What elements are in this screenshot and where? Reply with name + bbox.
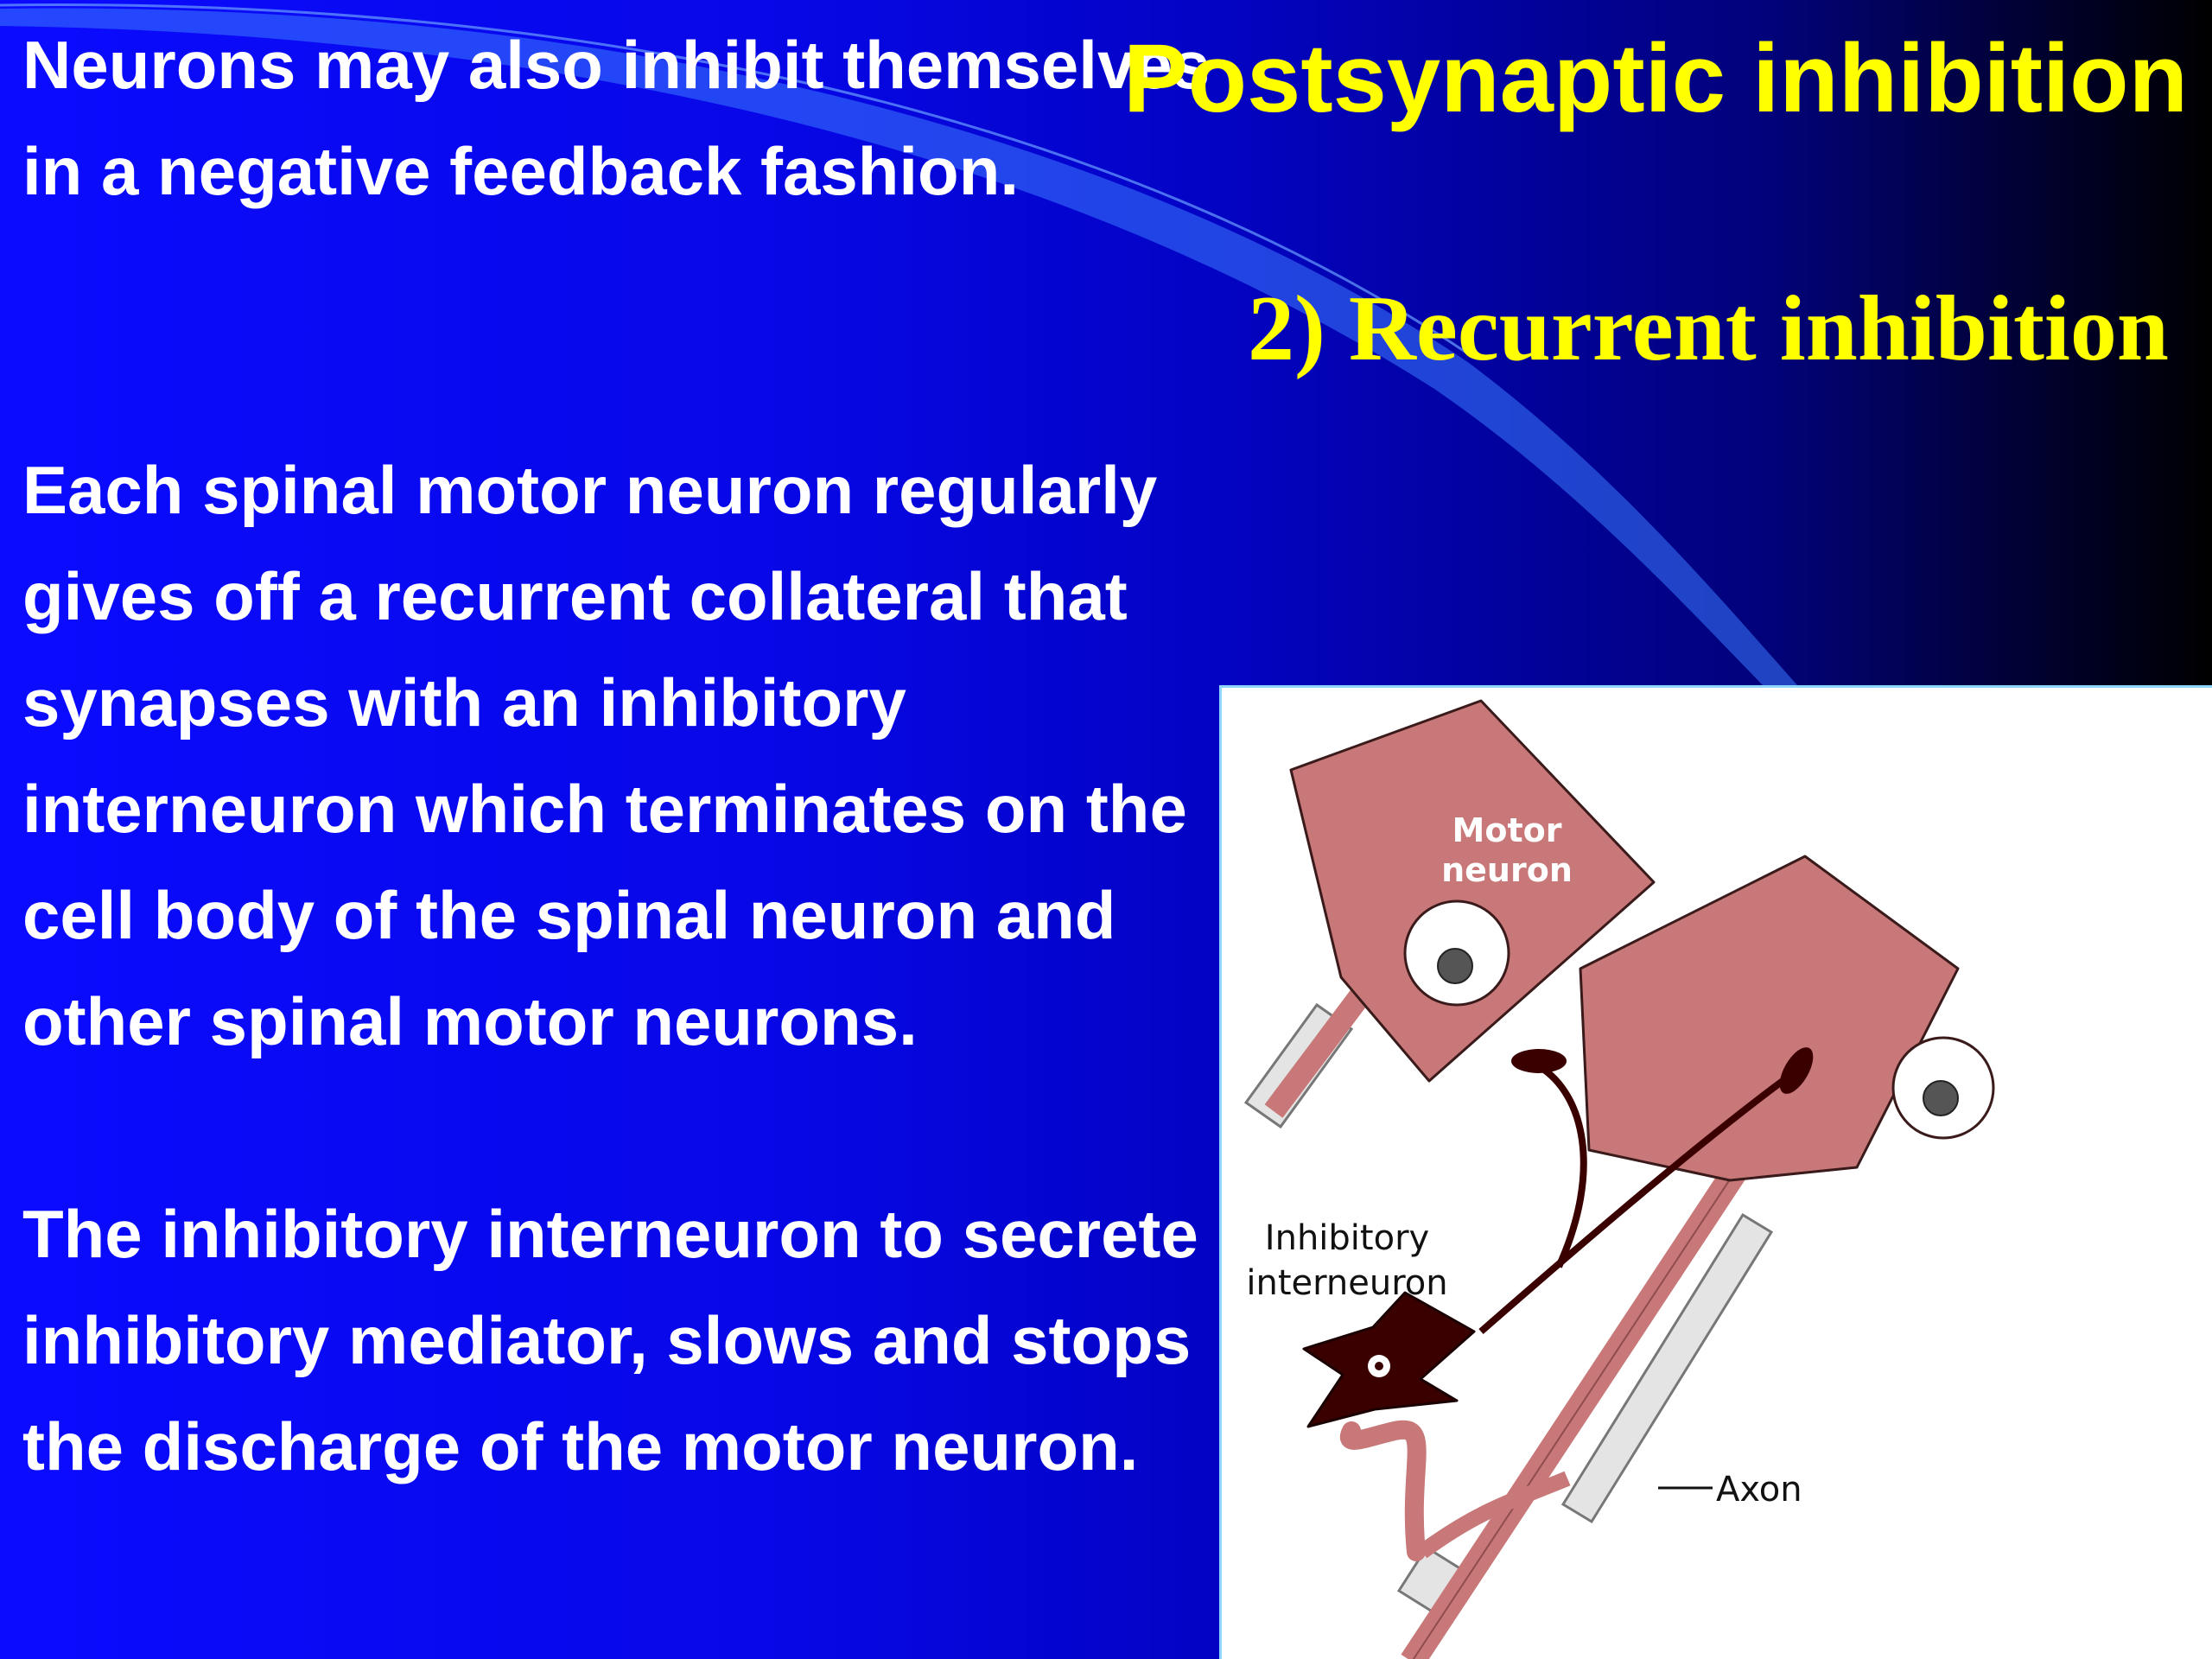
recurrent-collateral (1478, 1047, 1814, 1335)
slide-title: Postsynaptic inhibition (1122, 24, 2188, 132)
intro-paragraph: Neurons may also inhibit themselves in a… (22, 27, 1211, 209)
axon-callout: Axon (1658, 1470, 1802, 1510)
recurrent-inhibition-diagram: Motor neuron Motor neuron (1219, 685, 2212, 1659)
slide-subtitle: 2) Recurrent inhibition (1247, 277, 2169, 380)
left-motor-neuron: Motor neuron (1289, 699, 1656, 1083)
inhibitory-interneuron: Inhibitory interneuron (1246, 1218, 1476, 1428)
label-axon: Axon (1716, 1470, 1802, 1510)
right-axon (1396, 1090, 1795, 1659)
right-motor-neuron: Motor neuron (1579, 855, 2115, 1182)
collateral-paragraph: Each spinal motor neuron regularly gives… (22, 452, 1187, 1059)
mediator-paragraph: The inhibitory interneuron to secrete in… (22, 1196, 1198, 1484)
label-motor-neuron-right-2: neuron (1984, 1001, 2115, 1039)
label-inhibitory: Inhibitory (1265, 1218, 1429, 1258)
interneuron-input (1340, 1420, 1571, 1561)
label-motor-neuron-left-2: neuron (1441, 851, 1573, 889)
label-motor-neuron-right-1: Motor (1995, 962, 2105, 1000)
label-interneuron: interneuron (1246, 1263, 1447, 1303)
label-motor-neuron-left-1: Motor (1452, 811, 1562, 849)
